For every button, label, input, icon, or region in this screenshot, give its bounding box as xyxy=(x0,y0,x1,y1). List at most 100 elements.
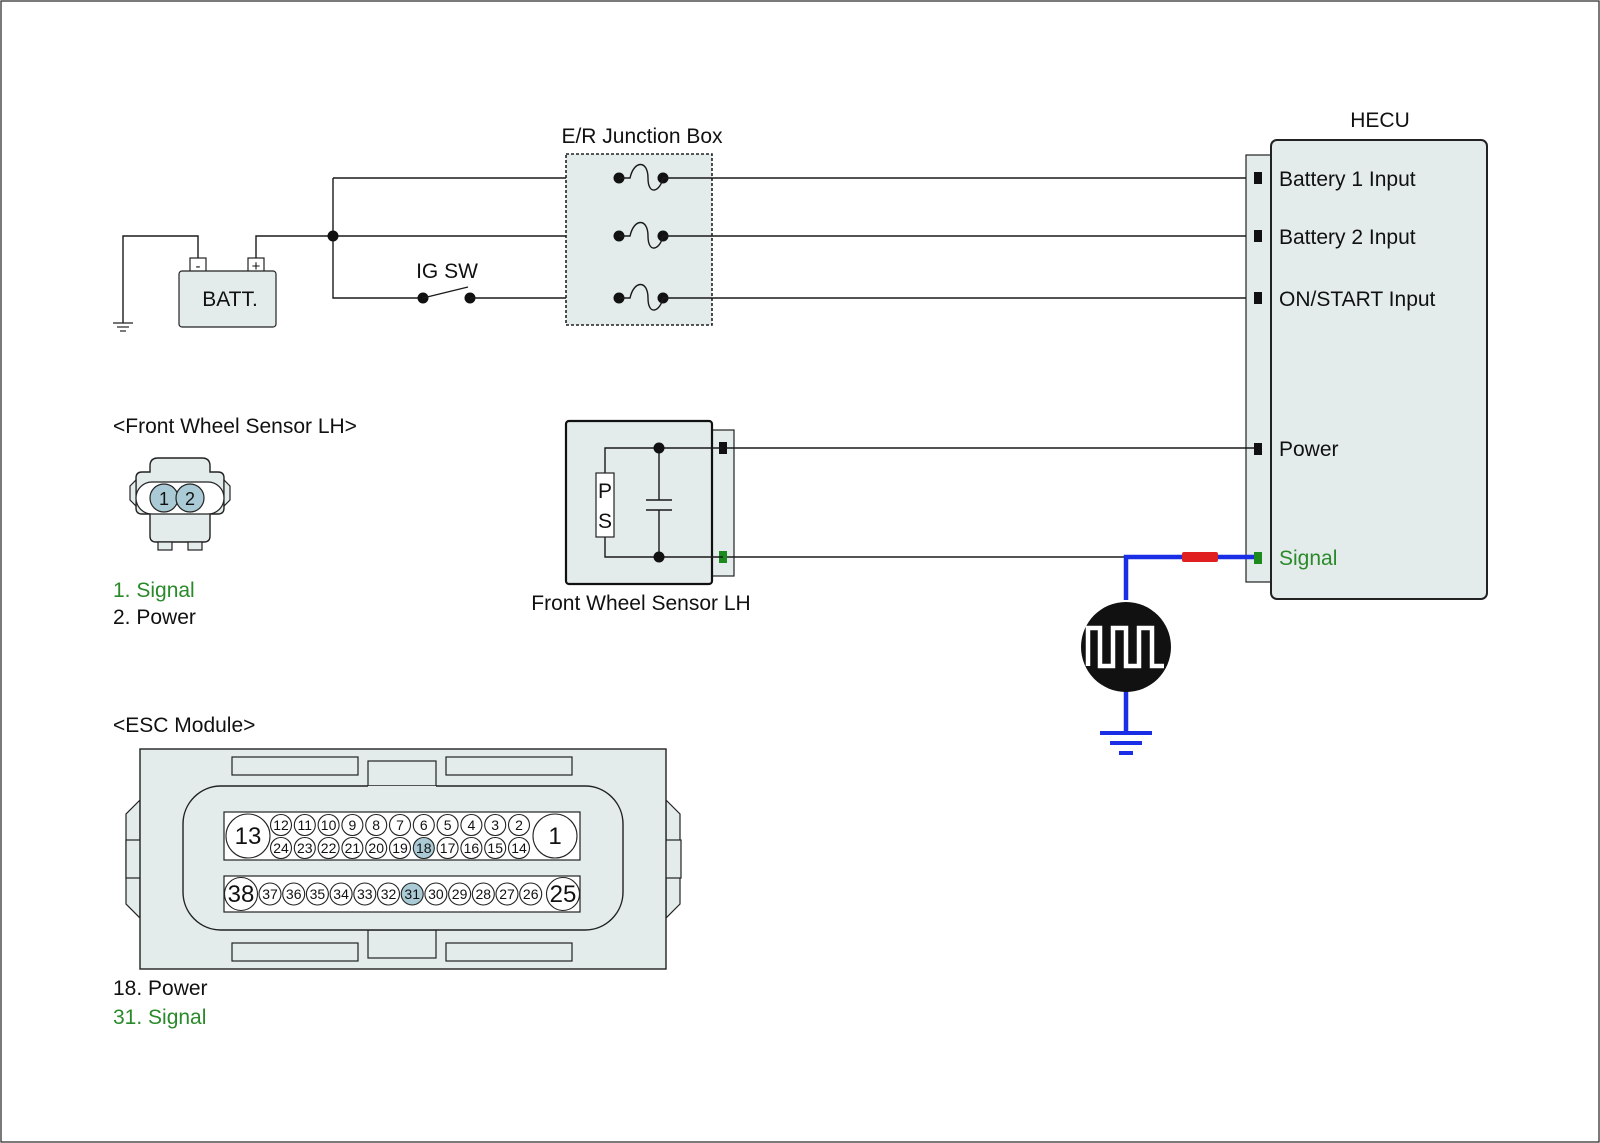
esc-pin-4 xyxy=(460,813,483,837)
esc-pin-5 xyxy=(436,813,459,837)
esc-pin-28 xyxy=(471,882,495,906)
esc-pin-37 xyxy=(258,882,282,906)
battery: - + BATT. xyxy=(122,235,333,328)
sensor-legend-signal: 1. Signal xyxy=(113,579,195,602)
esc-pin-label-4: 4 xyxy=(468,817,476,833)
esc-pin-label-27: 27 xyxy=(499,886,515,902)
esc-pin-15 xyxy=(484,836,507,860)
esc-pin-26 xyxy=(519,882,543,906)
hecu-pin-on-start xyxy=(1254,292,1262,304)
ignition-switch-label: IG SW xyxy=(416,260,478,283)
hecu-pin-battery1 xyxy=(1254,172,1262,184)
esc-pin-label-10: 10 xyxy=(321,817,337,833)
sensor-connector-title: <Front Wheel Sensor LH> xyxy=(113,415,357,438)
sensor-element-letter-s: S xyxy=(598,510,612,533)
esc-pin-label-34: 34 xyxy=(333,886,349,902)
esc-pin-label-26: 26 xyxy=(523,886,539,902)
battery-label: BATT. xyxy=(202,288,258,311)
esc-pin-label-12: 12 xyxy=(273,817,289,833)
esc-pin-label-7: 7 xyxy=(396,817,404,833)
esc-pin-3 xyxy=(484,813,507,837)
esc-pin-32 xyxy=(376,882,401,906)
wheel-sensor-caption: Front Wheel Sensor LH xyxy=(531,592,750,615)
esc-pin-10 xyxy=(317,813,340,837)
hecu-pin-power xyxy=(1254,443,1262,455)
esc-pin-label-15: 15 xyxy=(487,840,503,856)
esc-pin-29 xyxy=(448,882,472,906)
esc-pin-label-1: 1 xyxy=(548,823,561,850)
esc-pin-14 xyxy=(507,836,531,860)
hecu-pin-battery2 xyxy=(1254,230,1262,242)
esc-pin-label-13: 13 xyxy=(235,823,262,850)
hecu-module: HECU Battery 1 Input Battery 2 Input ON/… xyxy=(1245,109,1488,600)
esc-pin-label-22: 22 xyxy=(321,840,337,856)
square-wave-icon xyxy=(1081,602,1171,692)
esc-pin-7 xyxy=(388,813,412,837)
esc-pin-label-3: 3 xyxy=(491,817,499,833)
esc-pin-2 xyxy=(507,813,531,837)
esc-pin-label-36: 36 xyxy=(286,886,302,902)
esc-pin-label-30: 30 xyxy=(428,886,444,902)
esc-pin-label-20: 20 xyxy=(368,840,384,856)
esc-pin-6 xyxy=(412,813,435,837)
esc-pin-label-32: 32 xyxy=(381,886,397,902)
esc-pin-24 xyxy=(269,836,293,860)
esc-pin-19 xyxy=(388,836,412,860)
sensor-element-letter-p: P xyxy=(598,480,612,503)
esc-pin-23 xyxy=(293,836,316,860)
esc-pin-33 xyxy=(353,882,377,906)
measurement-probe xyxy=(1081,552,1254,755)
esc-pin-1 xyxy=(532,813,578,859)
esc-pin-17 xyxy=(436,836,459,860)
hecu-label-signal: Signal xyxy=(1279,547,1337,570)
esc-pin-22 xyxy=(317,836,340,860)
esc-pin-label-37: 37 xyxy=(262,886,278,902)
hecu-label-on-start: ON/START Input xyxy=(1279,288,1436,311)
esc-pin-label-23: 23 xyxy=(297,840,313,856)
esc-pin-label-14: 14 xyxy=(511,840,527,856)
sensor-connector-pin-2 xyxy=(175,483,205,513)
esc-pin-label-18: 18 xyxy=(416,840,432,856)
esc-pin-21 xyxy=(341,836,364,860)
esc-pin-label-25: 25 xyxy=(550,881,577,908)
esc-pin-label-33: 33 xyxy=(357,886,373,902)
esc-pin-label-28: 28 xyxy=(476,886,492,902)
esc-pin-label-17: 17 xyxy=(440,840,456,856)
esc-pin-31 xyxy=(400,882,424,906)
esc-pin-16 xyxy=(460,836,483,860)
esc-pin-35 xyxy=(305,882,329,906)
esc-pin-25 xyxy=(545,876,581,912)
esc-pin-label-21: 21 xyxy=(345,840,361,856)
esc-pin-label-29: 29 xyxy=(452,886,468,902)
esc-pin-13 xyxy=(225,813,271,859)
esc-pin-36 xyxy=(282,882,306,906)
esc-pin-38 xyxy=(223,876,259,912)
esc-pin-label-38: 38 xyxy=(228,881,255,908)
feed-wire-vertical xyxy=(332,178,423,299)
esc-pin-label-6: 6 xyxy=(420,817,428,833)
esc-pin-8 xyxy=(365,813,388,837)
esc-legend-power: 18. Power xyxy=(113,977,208,1000)
esc-pin-34 xyxy=(329,882,353,906)
esc-pin-20 xyxy=(365,836,388,860)
esc-module-title: <ESC Module> xyxy=(113,714,255,737)
esc-pin-18 xyxy=(412,836,435,860)
hecu-label-battery1: Battery 1 Input xyxy=(1279,168,1416,191)
junction-box-title: E/R Junction Box xyxy=(561,125,723,148)
esc-pin-12 xyxy=(269,813,293,837)
wheel-sensor: P S Front Wheel Sensor LH xyxy=(531,419,751,615)
sensor-connector-pin-2-label: 2 xyxy=(185,489,195,509)
battery-ground-icon xyxy=(113,322,133,332)
sensor-connector: 1 2 xyxy=(129,457,231,551)
hecu-label-battery2: Battery 2 Input xyxy=(1279,226,1416,249)
battery-minus-label: - xyxy=(196,258,201,275)
battery-plus-label: + xyxy=(252,258,261,275)
esc-pin-27 xyxy=(495,882,519,906)
esc-pin-label-9: 9 xyxy=(349,817,357,833)
sensor-legend-power: 2. Power xyxy=(113,606,196,629)
esc-pin-label-16: 16 xyxy=(464,840,480,856)
esc-pin-label-31: 31 xyxy=(404,886,420,902)
